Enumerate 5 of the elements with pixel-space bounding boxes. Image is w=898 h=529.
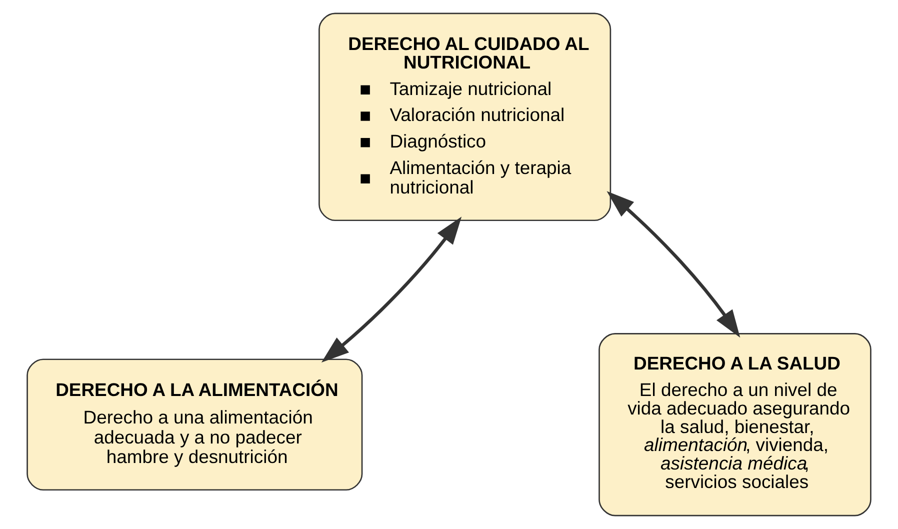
- node-box: DERECHO A LA ALIMENTACIÓN Derecho a una alimentación adecuada y a no padecer hambre y desnutrición: [26, 358, 363, 491]
- node-box: DERECHO AL CUIDADO AL NUTRICIONAL Tamizaje nutricional Valoración nutricional Diagnóstico Alimentación y terapia nutricional: [318, 12, 612, 221]
- arrow: [606, 191, 740, 338]
- node-box: DERECHO A LA SALUD El derecho a un nivel de vida adecuado asegurando la salud, bienestar, alimentación, vivienda, asistencia médica, servicios sociales: [598, 333, 872, 516]
- arrow: [321, 216, 462, 362]
